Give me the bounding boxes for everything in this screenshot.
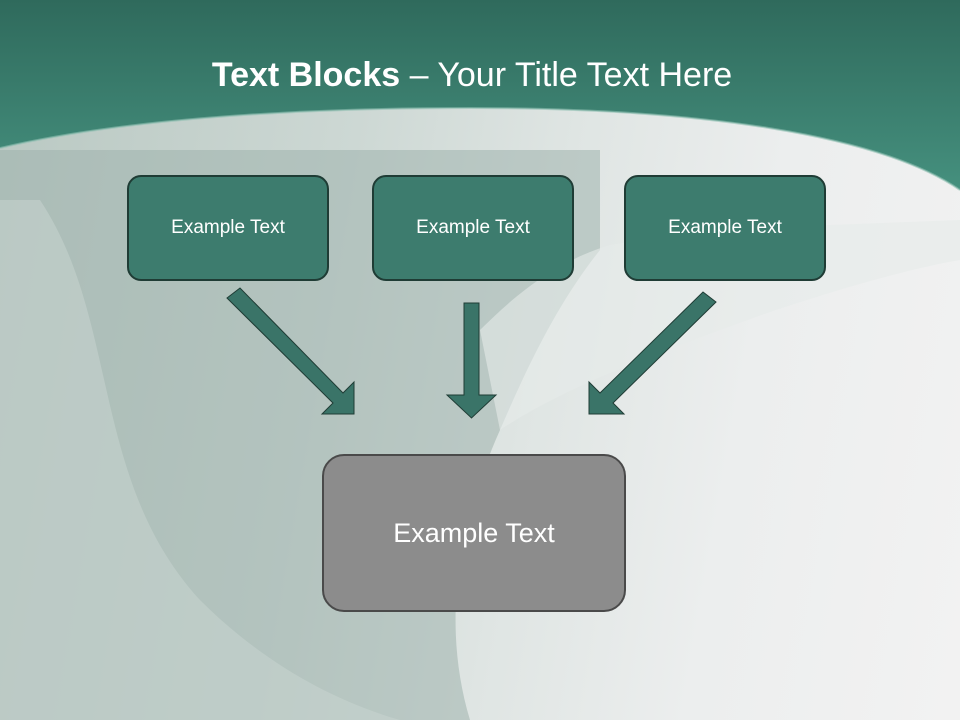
top-text-block-2[interactable]: Example Text <box>372 175 574 281</box>
water-texture-light <box>0 200 400 720</box>
title-bold-text: Text Blocks <box>211 56 401 94</box>
top-text-block-1[interactable]: Example Text <box>127 175 329 281</box>
waterfall-edge <box>480 220 960 430</box>
header-band <box>0 0 960 190</box>
bottom-text-block-label: Example Text <box>393 517 555 548</box>
arrow-left <box>226 287 355 415</box>
title-rest-text: – Your Title Text Here <box>400 56 733 94</box>
arrow-right <box>588 291 717 415</box>
slide-title: Text Blocks – Your Title Text Here <box>0 52 944 98</box>
header-arc-line <box>0 106 960 191</box>
top-text-block-1-label: Example Text <box>171 217 285 238</box>
bottom-text-block[interactable]: Example Text <box>322 454 626 612</box>
top-text-block-2-label: Example Text <box>416 217 530 238</box>
top-text-block-3[interactable]: Example Text <box>624 175 826 281</box>
top-text-block-3-label: Example Text <box>668 217 782 238</box>
arrow-center <box>445 302 498 419</box>
